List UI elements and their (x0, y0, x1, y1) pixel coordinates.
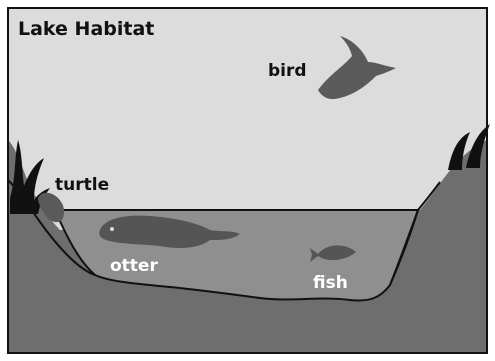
label-fish: fish (313, 275, 348, 292)
diagram-title: Lake Habitat (18, 20, 154, 39)
label-turtle: turtle (55, 177, 109, 194)
label-bird: bird (268, 63, 307, 80)
otter-eye (110, 227, 114, 231)
label-otter: otter (110, 258, 158, 275)
